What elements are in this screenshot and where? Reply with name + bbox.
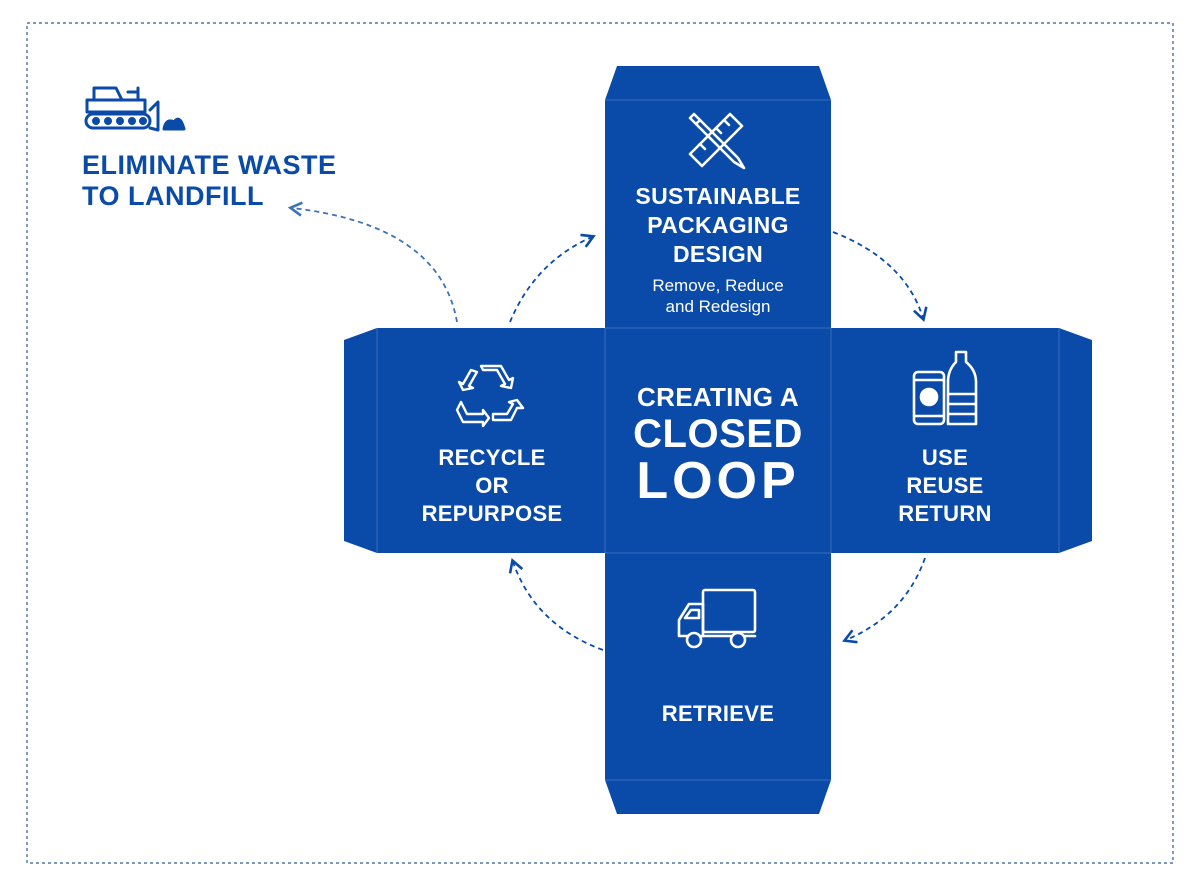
stage-use-title-1: USE xyxy=(921,445,969,470)
arrow-use-to-retrieve xyxy=(842,557,926,644)
goal-title: ELIMINATE WASTE TO LANDFILL xyxy=(82,150,337,212)
top-flap xyxy=(605,66,831,100)
goal-title-line-1: ELIMINATE WASTE xyxy=(82,150,337,180)
recycle-icon xyxy=(455,364,525,428)
right-flap xyxy=(1059,328,1092,553)
bottom-flap xyxy=(605,780,831,814)
stage-use-title-3: RETURN xyxy=(898,501,992,526)
stage-design-subtitle-2: and Redesign xyxy=(665,297,771,316)
stage-recycle-title-1: RECYCLE xyxy=(438,445,546,470)
left-flap xyxy=(344,328,377,553)
arrow-retrieve-to-recycle xyxy=(508,558,604,651)
diagram-border xyxy=(26,22,1174,864)
stage-recycle-title-3: REPURPOSE xyxy=(421,501,563,526)
bottom-panel xyxy=(605,553,831,780)
loop-arrows xyxy=(287,201,928,651)
stage-design-title-3: DESIGN xyxy=(673,241,763,267)
stage-retrieve-title-1: RETRIEVE xyxy=(661,701,775,726)
stage-design-title-2: PACKAGING xyxy=(647,212,789,238)
stage-recycle-title-2: OR xyxy=(475,473,509,498)
arrow-design-to-use xyxy=(832,231,928,323)
stage-use-label: USE REUSE RETURN xyxy=(845,444,1045,528)
arrow-recycle-to-design xyxy=(509,233,596,323)
goal-title-line-2: TO LANDFILL xyxy=(82,181,264,211)
delivery-truck-icon xyxy=(677,588,757,649)
stage-use-title-2: REUSE xyxy=(906,473,984,498)
center-title-line-1: CREATING A xyxy=(637,382,799,412)
stage-retrieve-label: RETRIEVE xyxy=(605,700,831,728)
arrow-to-landfill-goal xyxy=(287,201,458,323)
stage-recycle-label: RECYCLE OR REPURPOSE xyxy=(392,444,592,528)
center-title-line-2: CLOSED xyxy=(633,412,803,456)
stage-design-title-1: SUSTAINABLE xyxy=(635,183,801,209)
center-panel xyxy=(605,328,831,553)
bulldozer-icon xyxy=(84,86,186,132)
pencil-ruler-icon xyxy=(688,112,746,170)
right-panel xyxy=(831,328,1059,553)
center-title: CREATING A CLOSED LOOP xyxy=(606,382,830,510)
stage-design-label: SUSTAINABLE PACKAGING DESIGN Remove, Red… xyxy=(605,182,831,317)
center-title-line-3: LOOP xyxy=(636,452,800,510)
can-bottle-icon xyxy=(912,350,978,426)
stage-design-subtitle-1: Remove, Reduce xyxy=(652,276,784,295)
